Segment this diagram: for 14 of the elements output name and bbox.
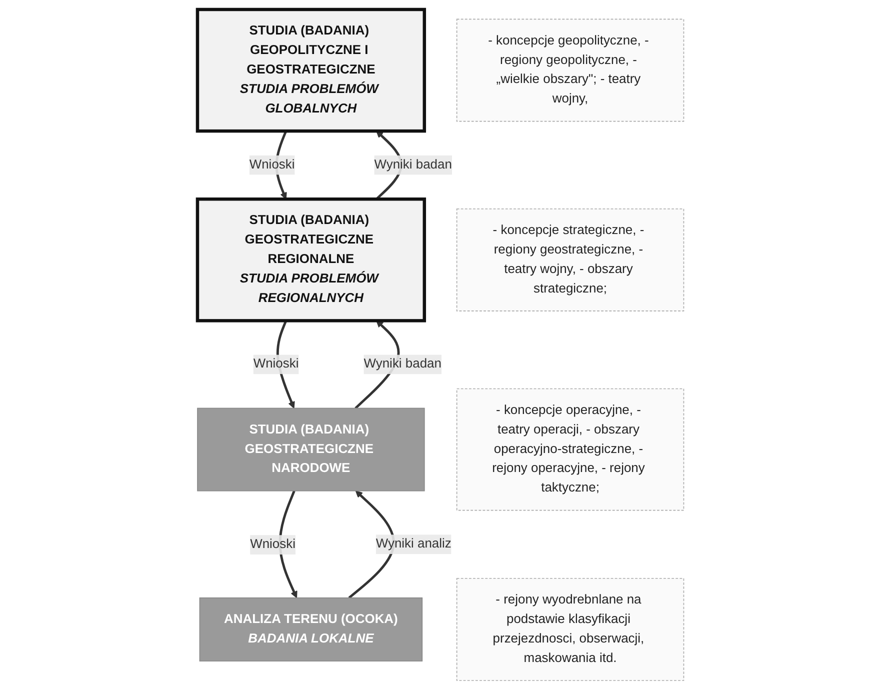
- node-box: - rejony wyodrebnlane na podstawie klasyfikacji przejezdnosci, obserwacji, maskowania itd.: [456, 578, 684, 681]
- node-box: - koncepcje geopolityczne, - regiony geopolityczne, - „wielkie obszary"; - teatry wojny,: [456, 18, 684, 122]
- edge-label: Wnioski: [250, 538, 296, 552]
- node-box: STUDIA (BADANIA) GEOSTRATEGICZNE NARODOWE: [196, 408, 425, 492]
- node-box: STUDIA (BADANIA) GEOPOLITYCZNE I GEOSTRATEGICZNE STUDIA PROBLEMÓW GLOBALNYCH: [196, 8, 426, 133]
- edge-label: Wyniki badan: [374, 158, 452, 172]
- edge-label: Wyniki analiz: [376, 537, 452, 551]
- edge-label: Wnioski: [249, 158, 295, 172]
- node-box: - koncepcje operacyjne, - teatry operacji, - obszary operacyjno-strategiczne, - rejony operacyjne, - rejony taktyczne;: [456, 388, 684, 511]
- node-box: STUDIA (BADANIA) GEOSTRATEGICZNE REGIONALNE STUDIA PROBLEMÓW REGIONALNYCH: [196, 198, 426, 322]
- node-box: ANALIZA TERENU (OCOKA) BADANIA LOKALNE: [199, 597, 422, 662]
- edge-label: Wyniki badan: [364, 357, 442, 371]
- node-box: - koncepcje strategiczne, - regiony geostrategiczne, - teatry wojny, - obszary strategiczne;: [456, 208, 684, 312]
- edge-label: Wnioski: [253, 357, 299, 371]
